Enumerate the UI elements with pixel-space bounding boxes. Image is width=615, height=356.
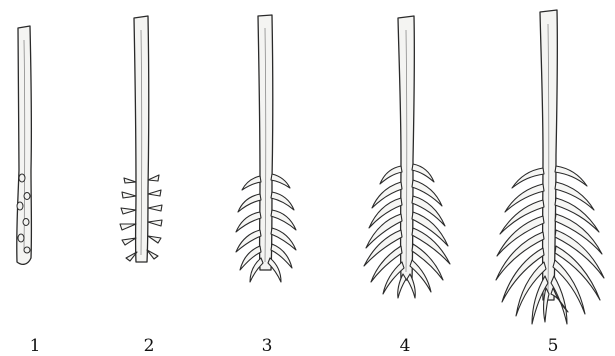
stage-label-1: 1 <box>20 336 50 356</box>
stage-1-root-primordium <box>23 219 29 226</box>
stage-label-4: 4 <box>390 336 420 356</box>
stage-4-cutting <box>364 16 450 298</box>
stage-1-root-primordium <box>24 247 30 253</box>
stage-1-root-primordium <box>24 193 30 200</box>
stage-label-5: 5 <box>538 336 568 356</box>
stage-label-3: 3 <box>252 336 282 356</box>
stage-2-cutting <box>120 16 162 262</box>
stage-1-root-primordium <box>19 174 25 182</box>
stage-1-cutting <box>17 26 32 264</box>
stage-1-root-primordium <box>17 202 23 210</box>
stage-1-root-primordium <box>18 234 24 242</box>
stage-label-2: 2 <box>134 336 164 356</box>
stage-5-cutting <box>496 10 604 324</box>
stage-3-cutting <box>236 15 296 282</box>
